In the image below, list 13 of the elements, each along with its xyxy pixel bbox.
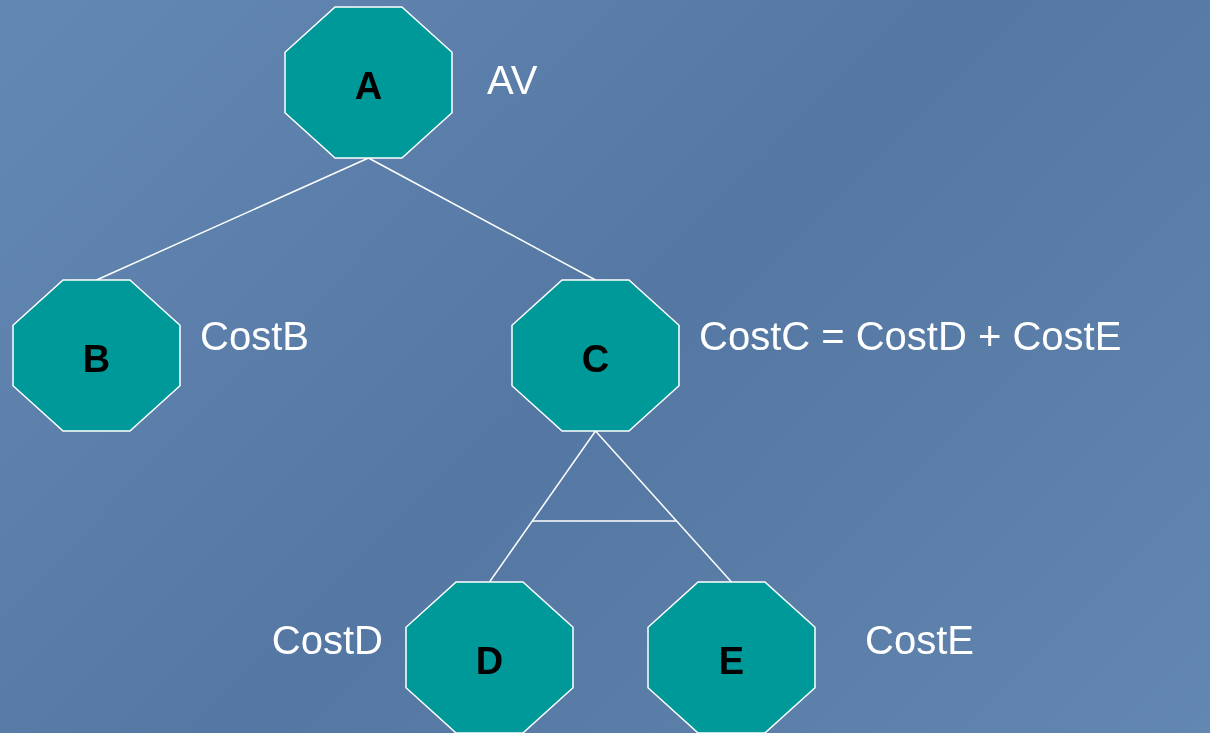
node-label: A	[354, 64, 383, 108]
cost-label: CostB	[200, 316, 309, 356]
connector-line	[367, 157, 597, 281]
connector-line	[594, 430, 733, 583]
cost-label: CostE	[865, 620, 974, 660]
node-label: D	[475, 639, 504, 683]
node-label: C	[581, 337, 610, 381]
cost-label: AV	[487, 60, 538, 100]
connector-line	[488, 430, 597, 583]
node-label: B	[82, 337, 111, 381]
node-label: E	[718, 639, 745, 683]
cost-label: CostC = CostD + CostE	[699, 316, 1122, 356]
cost-label: CostD	[271, 620, 383, 660]
